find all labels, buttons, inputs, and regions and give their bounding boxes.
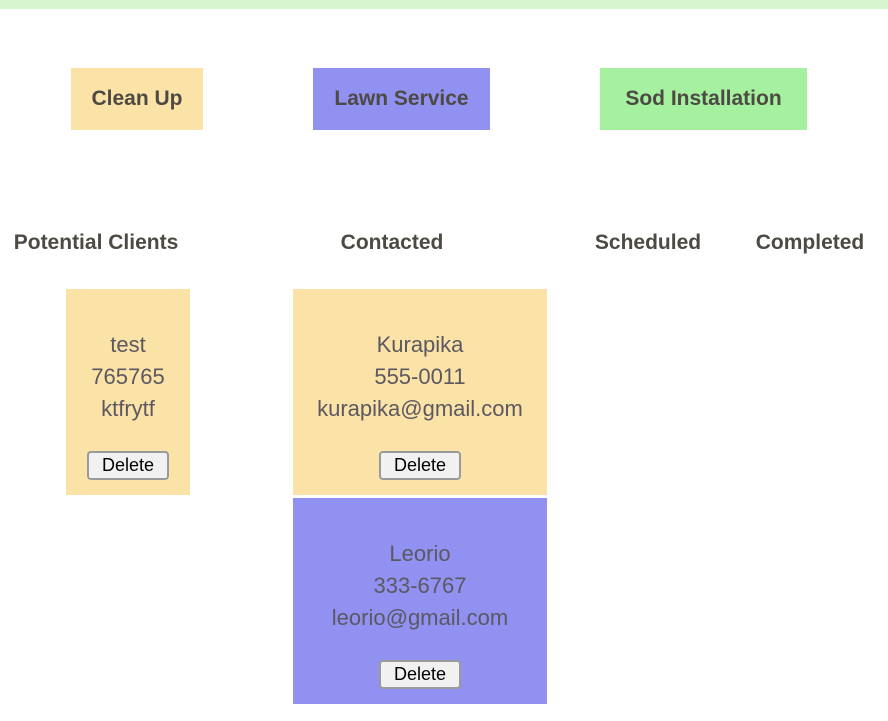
column-potential-clients: test 765765 ktfrytf Delete xyxy=(66,289,190,498)
service-button-clean-up[interactable]: Clean Up xyxy=(71,68,203,130)
column-header-potential-clients: Potential Clients xyxy=(13,231,179,254)
column-header-contacted: Contacted xyxy=(340,231,444,254)
delete-button[interactable]: Delete xyxy=(378,451,462,480)
service-button-sod-installation[interactable]: Sod Installation xyxy=(600,68,807,130)
client-email: ktfrytf xyxy=(101,396,155,421)
client-email: leorio@gmail.com xyxy=(331,605,509,630)
client-phone: 555-0011 xyxy=(374,364,466,389)
client-name: test xyxy=(110,332,146,357)
delete-button[interactable]: Delete xyxy=(86,451,170,480)
column-header-scheduled: Scheduled xyxy=(594,231,702,254)
delete-button[interactable]: Delete xyxy=(378,660,462,689)
client-card[interactable]: test 765765 ktfrytf Delete xyxy=(66,289,190,495)
column-header-completed: Completed xyxy=(755,231,865,254)
client-name: Leorio xyxy=(389,541,451,566)
client-phone: 333-6767 xyxy=(373,573,467,598)
top-accent-bar xyxy=(0,0,888,9)
service-button-lawn-service[interactable]: Lawn Service xyxy=(313,68,490,130)
client-phone: 765765 xyxy=(91,364,165,389)
client-card[interactable]: Kurapika 555-0011 kurapika@gmail.com Del… xyxy=(293,289,547,495)
client-name: Kurapika xyxy=(376,332,464,357)
column-contacted: Kurapika 555-0011 kurapika@gmail.com Del… xyxy=(293,289,547,707)
client-card[interactable]: Leorio 333-6767 leorio@gmail.com Delete xyxy=(293,498,547,704)
client-email: kurapika@gmail.com xyxy=(317,396,523,421)
